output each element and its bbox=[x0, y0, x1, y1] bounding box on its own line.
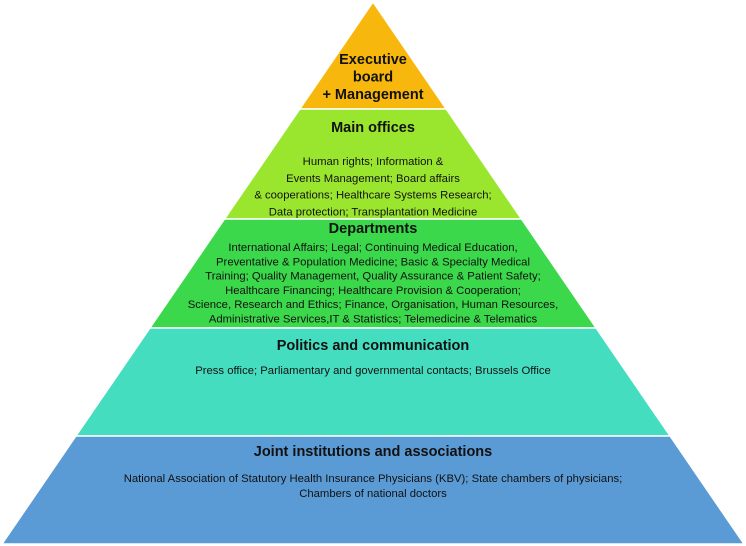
tier-title-executive: + Management bbox=[322, 87, 423, 103]
tier-title-executive: board bbox=[353, 70, 393, 86]
tier-text-line-departments: Training; Quality Management, Quality As… bbox=[205, 271, 541, 283]
tier-text-line-departments: Healthcare Financing; Healthcare Provisi… bbox=[225, 285, 521, 297]
tier-text-line-departments: International Affairs; Legal; Continuing… bbox=[228, 242, 517, 254]
tier-title-departments: Departments bbox=[329, 221, 418, 237]
tier-title-politics-communication: Politics and communication bbox=[277, 338, 470, 354]
tier-title-main-offices: Main offices bbox=[331, 120, 415, 136]
tier-band-joint-institutions bbox=[0, 435, 746, 545]
tier-title-joint-institutions: Joint institutions and associations bbox=[254, 444, 492, 460]
tier-text-line-joint-institutions: Chambers of national doctors bbox=[299, 488, 447, 500]
tier-text-line-main-offices: Data protection; Transplantation Medicin… bbox=[269, 206, 478, 218]
tier-text-line-politics-communication: Press office; Parliamentary and governme… bbox=[195, 365, 551, 377]
tier-text-line-joint-institutions: National Association of Statutory Health… bbox=[124, 473, 623, 485]
tier-text-line-main-offices: Events Management; Board affairs bbox=[286, 173, 460, 185]
tier-text-line-departments: Administrative Services,IT & Statistics;… bbox=[209, 314, 538, 326]
tier-text-line-departments: Preventative & Population Medicine; Basi… bbox=[216, 256, 530, 268]
tier-title-executive: Executive bbox=[339, 52, 407, 68]
tier-text-line-main-offices: Human rights; Information & bbox=[303, 156, 444, 168]
tier-text-line-main-offices: & cooperations; Healthcare Systems Resea… bbox=[254, 190, 491, 202]
tier-text-line-departments: Science, Research and Ethics; Finance, O… bbox=[188, 299, 558, 311]
